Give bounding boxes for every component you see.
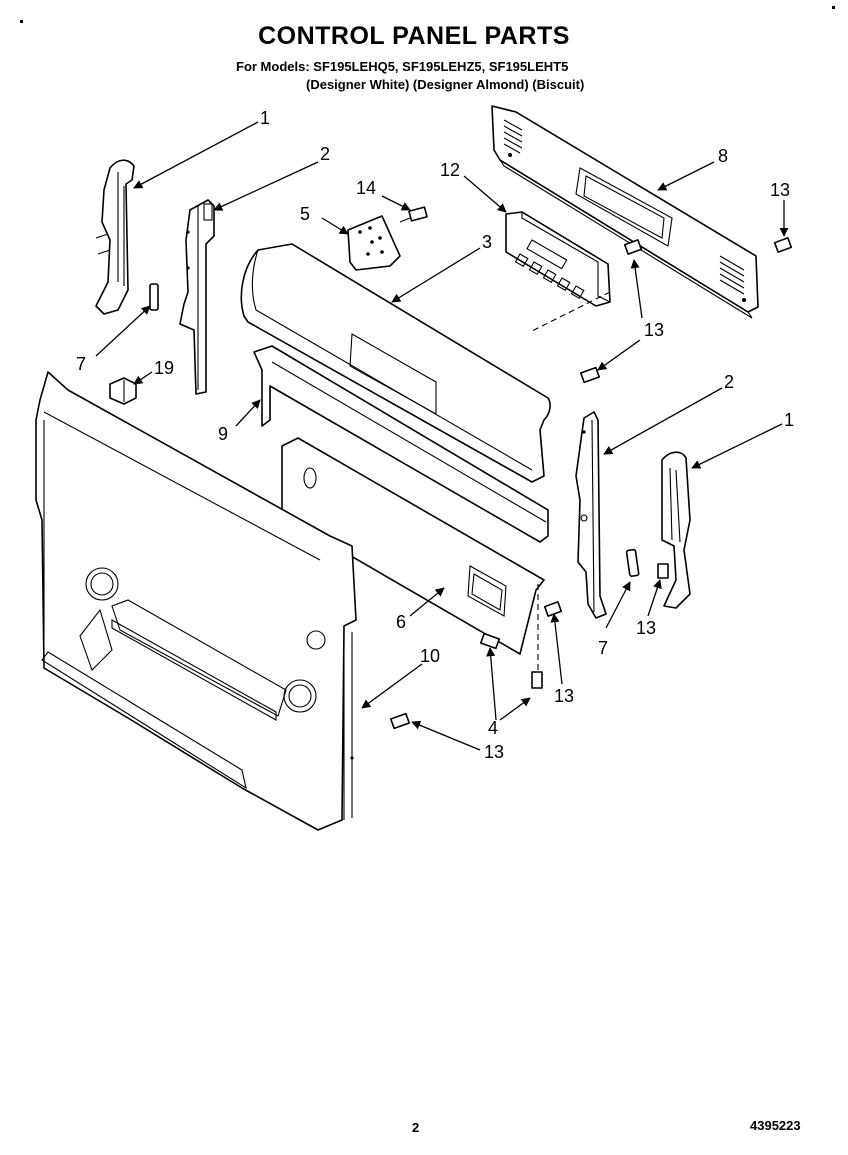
part-3-control-panel xyxy=(240,243,551,483)
part-19-clip xyxy=(109,377,137,405)
callout-labels: 1 2 14 5 12 8 13 3 13 7 19 13 2 1 9 6 7 … xyxy=(76,108,794,762)
screw-13-control xyxy=(623,239,643,255)
callout-13-bottom: 13 xyxy=(484,742,504,762)
part-8-rear-panel xyxy=(491,105,759,319)
callout-13-top-right: 13 xyxy=(770,180,790,200)
corner-mark xyxy=(832,6,835,9)
part-6-inner-panel xyxy=(281,437,545,655)
part-12-alignment-line xyxy=(529,291,611,333)
document-number: 4395223 xyxy=(750,1118,801,1133)
part-12-electronic-control xyxy=(505,211,611,307)
callout-1-left: 1 xyxy=(260,108,270,128)
page-number: 2 xyxy=(412,1120,420,1135)
callout-2-left: 2 xyxy=(320,144,330,164)
page-title: CONTROL PANEL PARTS xyxy=(258,22,570,50)
callout-13-endcap: 13 xyxy=(636,618,656,638)
callout-3: 3 xyxy=(482,232,492,252)
part-2-right-bracket xyxy=(575,411,607,619)
screw-13-bracket xyxy=(543,601,563,617)
part-7-left-clip xyxy=(149,283,159,311)
leader-lines xyxy=(95,121,789,751)
callout-8: 8 xyxy=(718,146,728,166)
corner-mark xyxy=(20,20,23,23)
screw-13-mid xyxy=(579,366,601,384)
callout-1-right: 1 xyxy=(784,410,794,430)
screw-13-top-right xyxy=(773,237,793,253)
callout-13-control: 13 xyxy=(644,320,664,340)
callout-9: 9 xyxy=(218,424,228,444)
callout-5: 5 xyxy=(300,204,310,224)
callout-19: 19 xyxy=(154,358,174,378)
model-list: For Models: SF195LEHQ5, SF195LEHZ5, SF19… xyxy=(236,59,569,74)
part-14-screw xyxy=(399,206,428,223)
callout-13-bracket: 13 xyxy=(554,686,574,706)
callout-2-right: 2 xyxy=(724,372,734,392)
part-5-bracket xyxy=(347,215,401,271)
part-4-screws xyxy=(479,632,543,689)
part-2-left-bracket xyxy=(179,199,215,395)
part-9-channel xyxy=(253,345,549,543)
callout-10: 10 xyxy=(420,646,440,666)
callout-7-right: 7 xyxy=(598,638,608,658)
screw-13-bottom xyxy=(389,712,411,730)
callout-7-left: 7 xyxy=(76,354,86,374)
color-variants: (Designer White) (Designer Almond) (Bisc… xyxy=(306,77,585,92)
part-7-right-clip xyxy=(625,548,640,577)
part-1-right-end-cap xyxy=(661,451,691,609)
part-10-lower-panel xyxy=(35,371,357,831)
part-1-left-end-cap xyxy=(95,159,135,315)
callout-14: 14 xyxy=(356,178,376,198)
callout-6: 6 xyxy=(396,612,406,632)
callout-4: 4 xyxy=(488,718,498,738)
screw-13-endcap xyxy=(657,563,669,579)
callout-12: 12 xyxy=(440,160,460,180)
